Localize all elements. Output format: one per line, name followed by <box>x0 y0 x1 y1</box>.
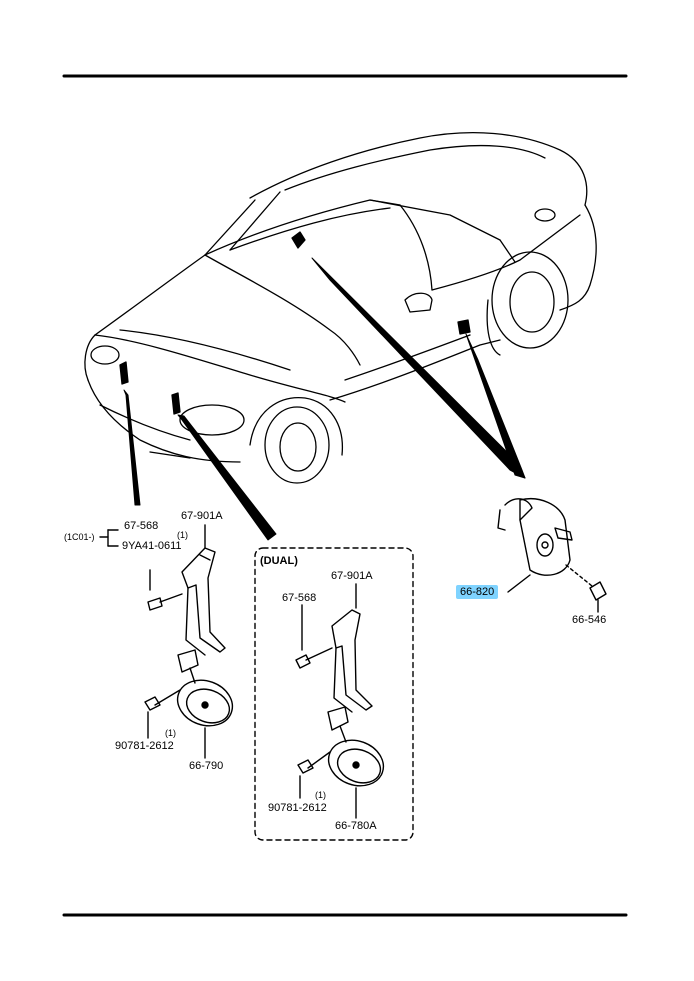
single-horn-assembly <box>99 524 234 759</box>
door-switch-assembly <box>497 498 607 613</box>
leader-wedges <box>123 257 526 541</box>
label-horn-bolt-qty: (1) <box>165 728 176 738</box>
label-dual-bolt: 67-568 <box>282 592 317 604</box>
label-horn-bolt: 90781-2612 <box>115 740 174 752</box>
car-illustration <box>84 132 597 484</box>
label-alt-bolt: 9YA41-0611 <box>122 540 182 552</box>
label-dual-horn-bolt: 90781-2612 <box>268 802 327 814</box>
label-horn: 66-790 <box>189 760 224 772</box>
label-alt-bolt-qty: (1) <box>177 530 188 540</box>
label-dual-horn: 66-780A <box>335 820 377 832</box>
label-dual-title: (DUAL) <box>260 555 298 567</box>
label-switch-part[interactable]: 66-820 <box>456 585 499 599</box>
label-bolt-front: 67-568 <box>124 520 159 532</box>
label-dual-horn-bolt-qty: (1) <box>315 790 326 800</box>
label-switch-screw: 66-546 <box>572 614 607 626</box>
label-bracket-front: 67-901A <box>181 510 223 522</box>
label-dual-bracket: 67-901A <box>331 570 373 582</box>
label-bracket-code-prefix: (1C01-) <box>64 532 95 542</box>
dual-box-outline <box>254 547 414 841</box>
dual-horn-assembly <box>295 583 385 819</box>
